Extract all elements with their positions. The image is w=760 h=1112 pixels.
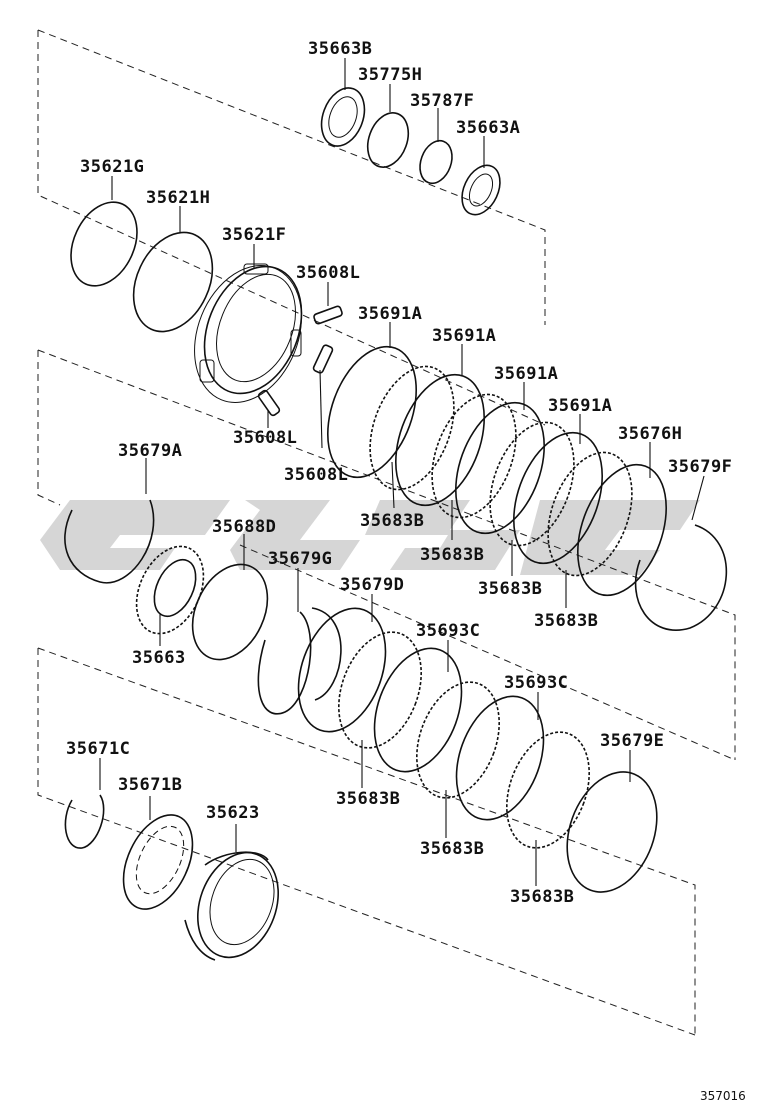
part-35679A-snap-ring (64, 499, 155, 584)
label-35621G: 35621G (80, 157, 144, 177)
diagram-reference-code: 357016 (700, 1089, 746, 1103)
label-35691A: 35691A (432, 326, 496, 346)
part-35621H-ring (132, 231, 214, 333)
label-35623: 35623 (206, 803, 260, 823)
label-35691A: 35691A (548, 396, 612, 416)
part-35663A-bearing (461, 164, 501, 216)
label-35679E: 35679E (600, 731, 664, 751)
label-35671B: 35671B (118, 775, 182, 795)
label-35683B: 35683B (420, 545, 484, 565)
label-35691A: 35691A (358, 304, 422, 324)
part-35663B-bearing (320, 87, 366, 147)
clutch-pack-upper (326, 345, 728, 631)
label-35683B: 35683B (534, 611, 598, 631)
part-35671C-snap-ring (64, 794, 105, 849)
label-35676H: 35676H (618, 424, 682, 444)
label-35663A: 35663A (456, 118, 520, 138)
part-35608L-spring-b (312, 344, 334, 374)
label-35691A: 35691A (494, 364, 558, 384)
label-35663: 35663 (132, 648, 186, 668)
label-35608L: 35608L (233, 428, 297, 448)
group-outline-lower (37, 647, 696, 1036)
label-35775H: 35775H (358, 65, 422, 85)
label-35608L: 35608L (284, 465, 348, 485)
part-35621F-piston (194, 263, 303, 403)
part-35621G-ring (70, 201, 138, 287)
label-35621F: 35621F (222, 225, 286, 245)
group-outline-middle (37, 349, 736, 761)
label-35683B: 35683B (336, 789, 400, 809)
label-35608L: 35608L (296, 263, 360, 283)
clutch-pack-lower (297, 607, 658, 893)
part-35608L-spring-a (313, 305, 343, 325)
part-35679G-snap-ring (257, 611, 312, 715)
part-35775H-ring (366, 112, 410, 168)
label-35688D: 35688D (212, 517, 276, 537)
label-35663B: 35663B (308, 39, 372, 59)
part-35623-drum (184, 851, 280, 961)
label-35683B: 35683B (510, 887, 574, 907)
label-35671C: 35671C (66, 739, 130, 759)
group-outline-upper (37, 29, 546, 426)
part-35787F-ring (419, 139, 453, 185)
label-35679D: 35679D (340, 575, 404, 595)
label-35679F: 35679F (668, 457, 732, 477)
part-labels: 35663B 35775H 35787F 35663A 35621G 35621… (66, 39, 732, 907)
label-35683B: 35683B (360, 511, 424, 531)
leader-lines (99, 58, 705, 886)
part-35608L-spring-c (257, 389, 281, 417)
label-35683B: 35683B (478, 579, 542, 599)
part-35671B-plate (122, 814, 194, 910)
label-35679A: 35679A (118, 441, 182, 461)
label-35787F: 35787F (410, 91, 474, 111)
label-35693C: 35693C (416, 621, 480, 641)
label-35679G: 35679G (268, 549, 332, 569)
part-35688D-ring (191, 563, 269, 661)
label-35621H: 35621H (146, 188, 210, 208)
label-35683B: 35683B (420, 839, 484, 859)
label-35693C: 35693C (504, 673, 568, 693)
